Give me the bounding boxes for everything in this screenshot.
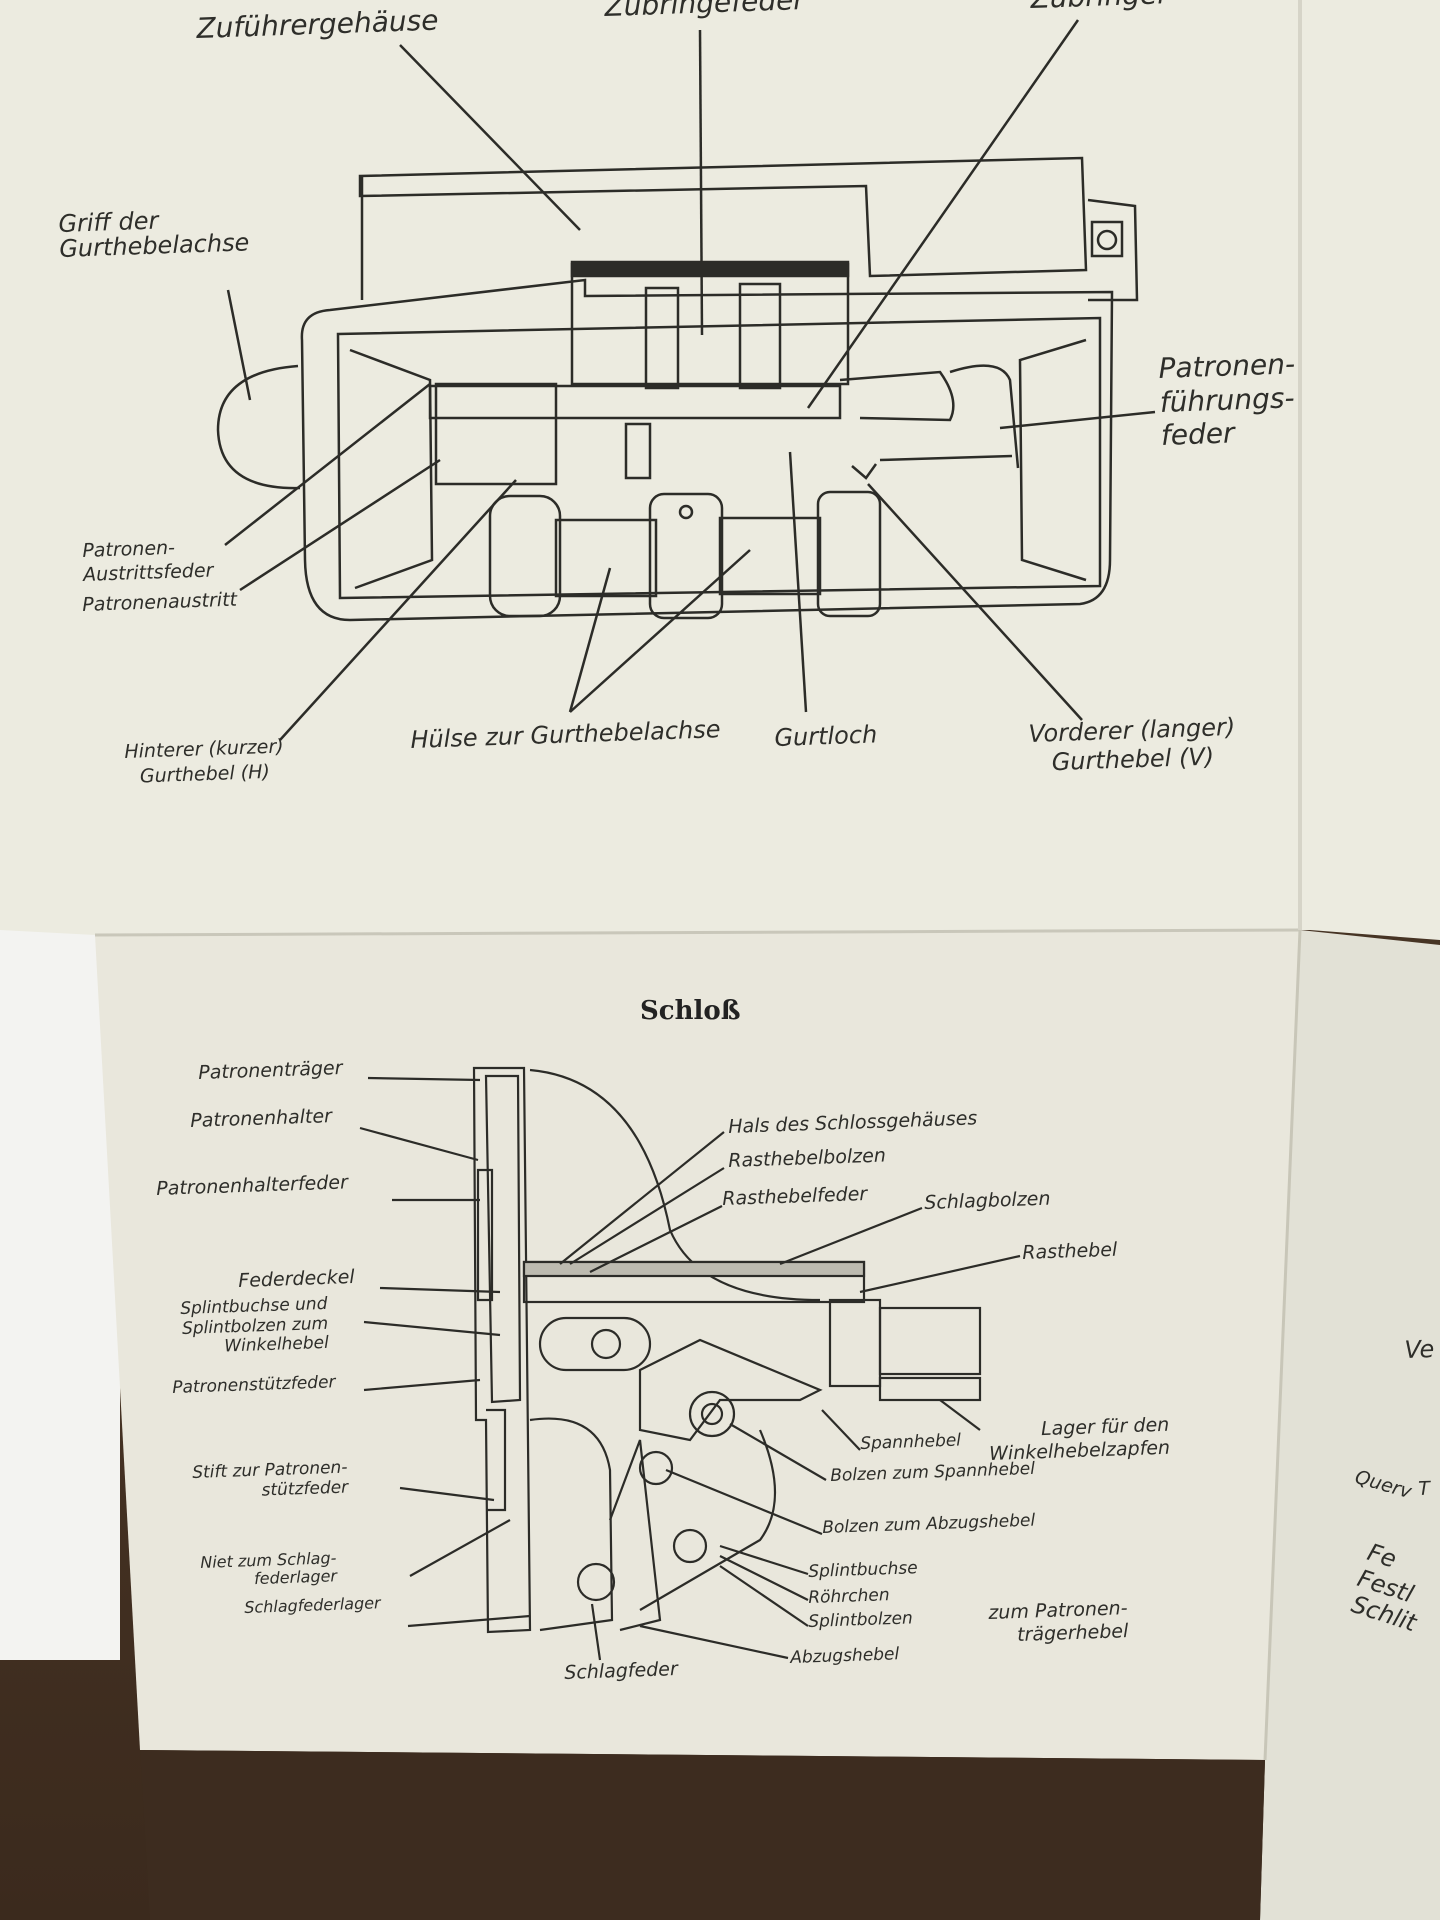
label-gurtloch: Gurtloch bbox=[773, 720, 878, 752]
label-hinterer: Hinterer (kurzer) Gurthebel (H) bbox=[124, 735, 284, 788]
label-splintbuchse: Splintbuchse und Splintbolzen zum Winkel… bbox=[179, 1293, 330, 1357]
label-stift: Stift zur Patronen- stützfeder bbox=[191, 1457, 349, 1501]
label-vorderer: Vorderer (langer) Gurthebel (V) bbox=[1028, 712, 1236, 776]
label-patronenfuehrungsfeder: Patronen- führungs- feder bbox=[1158, 347, 1296, 453]
label-zufuehrergehaeuse: Zuführergehäuse bbox=[195, 3, 439, 45]
label-griff: Griff der Gurthebelachse bbox=[57, 206, 250, 264]
label-lager: Lager für den Winkelhebelzapfen bbox=[988, 1413, 1171, 1465]
label-splintbuchse2: Splintbuchse bbox=[807, 1558, 919, 1582]
bolt-diagram bbox=[359, 1066, 1021, 1661]
right-page bbox=[1260, 930, 1440, 1920]
label-federdeckel: Federdeckel bbox=[237, 1265, 355, 1292]
upper-page bbox=[0, 0, 1440, 940]
feeder-diagram bbox=[216, 19, 1156, 741]
label-schlagfeder: Schlagfeder bbox=[563, 1658, 679, 1684]
label-splintbolzen: Splintbolzen bbox=[807, 1608, 914, 1632]
label-austrittsfeder: Patronen- Austrittsfeder bbox=[82, 536, 214, 586]
label-abzugshebel: Abzugshebel bbox=[789, 1644, 900, 1668]
fragment-ve: Ve bbox=[1403, 1334, 1435, 1364]
label-niet: Niet zum Schlag- federlager bbox=[199, 1548, 338, 1588]
diagram-title: Schloß bbox=[640, 996, 741, 1026]
fragment-t: T bbox=[1417, 1477, 1431, 1500]
label-zum-patronentraegerhebel: zum Patronen- trägerhebel bbox=[988, 1597, 1129, 1646]
label-spannhebel: Spannhebel bbox=[859, 1430, 962, 1454]
label-roehrchen: Röhrchen bbox=[807, 1585, 890, 1608]
label-rasthebel: Rasthebel bbox=[1021, 1238, 1118, 1264]
